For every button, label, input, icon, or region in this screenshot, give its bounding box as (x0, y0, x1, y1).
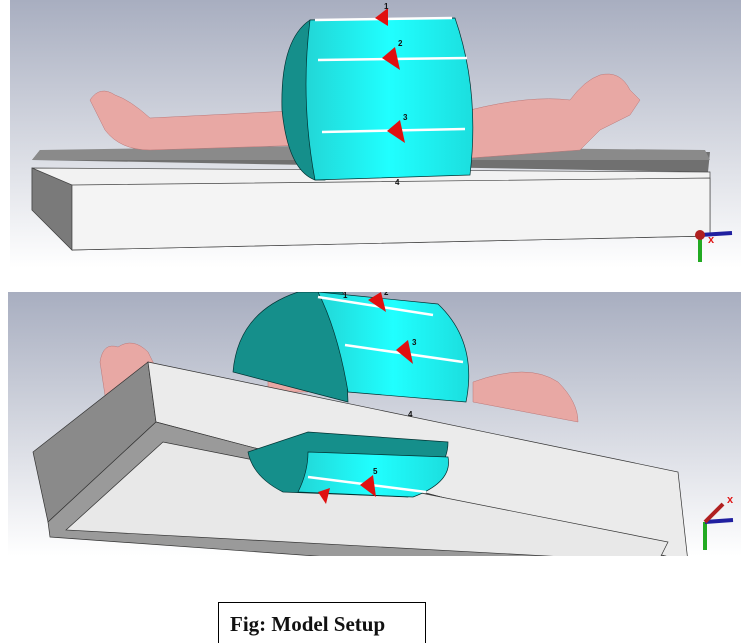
top-view-render: 1 2 3 4 x (10, 0, 741, 268)
port-label-5: 5 (373, 467, 378, 476)
port-arrow-3 (396, 340, 413, 364)
port-arrow-1 (375, 8, 388, 26)
axis-triad: x (703, 494, 734, 550)
port-arrow-5 (360, 475, 376, 497)
coil-cylinder (281, 8, 474, 181)
port-arrow-2 (368, 292, 386, 312)
axis-triad: x (695, 230, 733, 262)
human-body-model (89, 73, 641, 159)
port-label-3: 3 (403, 113, 408, 122)
port-label-2: 2 (398, 39, 403, 48)
port-label-2: 2 (384, 292, 389, 297)
axis-label-x: x (727, 494, 734, 506)
port-label-4: 4 (408, 410, 413, 419)
port-arrows (318, 292, 413, 504)
port-label-1: 1 (343, 292, 348, 300)
port-arrows (375, 8, 405, 143)
coil-lower-part (247, 431, 449, 498)
port-arrow-3 (387, 120, 405, 143)
bottom-view-render: 1 2 3 4 5 x (8, 292, 741, 556)
port-label-4: 4 (395, 178, 400, 187)
port-arrow-2 (382, 47, 400, 70)
port-arrow-4 (318, 488, 330, 504)
figure-caption: Fig: Model Setup (218, 602, 426, 643)
axis-label-x: x (708, 234, 715, 246)
port-label-3: 3 (412, 338, 417, 347)
port-label-1: 1 (384, 2, 389, 11)
